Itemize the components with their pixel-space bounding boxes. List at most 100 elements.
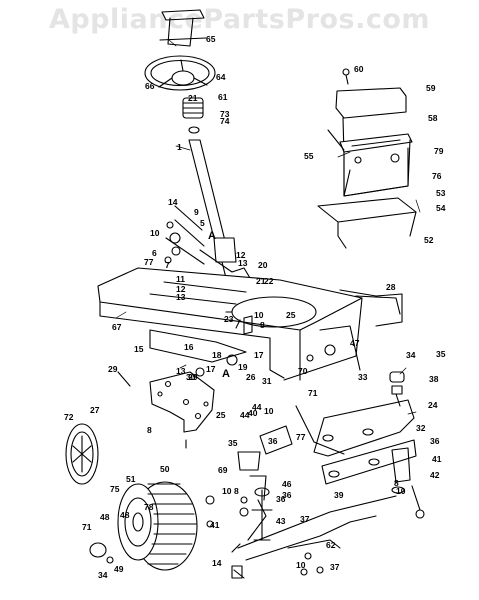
callout-41: 41 [210,520,220,530]
callout-44: 44 [240,410,250,420]
front-tire [89,481,215,571]
callout-36: 36 [430,436,440,446]
callout-50: 50 [160,464,170,474]
callout-14: 14 [212,558,222,568]
leader-lines [115,39,421,415]
callout-17: 17 [254,350,264,360]
callout-62: 62 [326,540,336,550]
callout-47: 47 [350,338,360,348]
callout-21: 21 [256,276,266,286]
callout-34: 34 [406,350,416,360]
callout-13: 13 [238,258,248,268]
callout-37: 37 [330,562,340,572]
callout-24: 24 [428,400,438,410]
battery [317,68,417,249]
callout-35: 35 [228,438,238,448]
callout-1: 1 [177,142,182,152]
front-wheel-hubcap [65,423,99,485]
callout-25: 25 [216,410,226,420]
callout-12: 12 [176,284,186,294]
callout-23: 23 [224,314,234,324]
callout-66: 66 [145,81,155,91]
callout-19: 19 [238,362,248,372]
callout-22: 22 [264,276,274,286]
callout-36: 36 [276,494,286,504]
callout-10: 10 [254,310,264,320]
callout-41: 41 [432,454,442,464]
callout-A: A [222,368,230,380]
callout-20: 20 [258,260,268,270]
callout-76: 76 [432,171,442,181]
callout-69: 69 [218,465,228,475]
callout-73: 73 [220,109,230,119]
callout-65: 65 [206,34,216,44]
callout-55: 55 [304,151,314,161]
callout-53: 53 [436,188,446,198]
callout-37: 37 [300,514,310,524]
callout-28: 28 [386,282,396,292]
callout-44: 44 [252,402,262,412]
callout-17: 17 [206,364,216,374]
callout-60: 60 [354,64,364,74]
callout-51: 51 [126,474,136,484]
callout-27: 27 [90,405,100,415]
callout-36: 36 [268,436,278,446]
steering-wheel [144,9,216,91]
callout-49: 49 [114,564,124,574]
callout-77: 77 [144,257,154,267]
callout-58: 58 [428,113,438,123]
callout-30: 30 [186,372,196,382]
callout-15: 15 [134,344,144,354]
callout-59: 59 [426,83,436,93]
callout-54: 54 [436,203,446,213]
callout-33: 33 [358,372,368,382]
callout-70: 70 [298,366,308,376]
callout-8: 8 [234,486,239,496]
callout-8: 8 [394,478,399,488]
callout-9: 9 [194,207,199,217]
callout-46: 46 [282,479,292,489]
callout-5: 5 [200,218,205,228]
callout-26: 26 [246,372,256,382]
callout-8: 8 [147,425,152,435]
callout-18: 18 [212,350,222,360]
tie-rod [231,405,397,579]
callout-34: 34 [98,570,108,580]
callout-25: 25 [286,310,296,320]
callout-12: 12 [236,250,246,260]
callout-13: 13 [176,366,186,376]
front-axle [313,371,425,519]
callout-31: 31 [262,376,272,386]
callout-42: 42 [430,470,440,480]
spindle [251,487,341,576]
callout-74: 74 [220,116,230,126]
steering-shaft [182,97,237,279]
callout-38: 38 [429,374,439,384]
callout-64: 64 [216,72,226,82]
callout-16: 16 [184,342,194,352]
callout-29: 29 [188,372,198,382]
frame [97,267,403,381]
callout-39: 39 [334,490,344,500]
callout-71: 71 [308,388,318,398]
callout-52: 52 [424,235,434,245]
callout-43: 43 [276,516,286,526]
callout-29: 29 [108,364,118,374]
callout-10: 10 [396,486,406,496]
callout-48: 48 [120,510,130,520]
callout-35: 35 [436,349,446,359]
callout-8: 8 [260,320,265,330]
callout-36: 36 [282,490,292,500]
callout-71: 71 [82,522,92,532]
callout-14: 14 [168,197,178,207]
callout-7: 7 [165,260,170,270]
callout-11: 11 [176,274,185,284]
callout-A: A [208,230,216,242]
callout-21: 21 [188,93,198,103]
callout-79: 79 [434,146,444,156]
watermark: AppliancePartsPros.com [48,4,431,35]
callout-72: 72 [64,412,74,422]
callout-13: 13 [176,292,186,302]
callout-61: 61 [218,92,228,102]
